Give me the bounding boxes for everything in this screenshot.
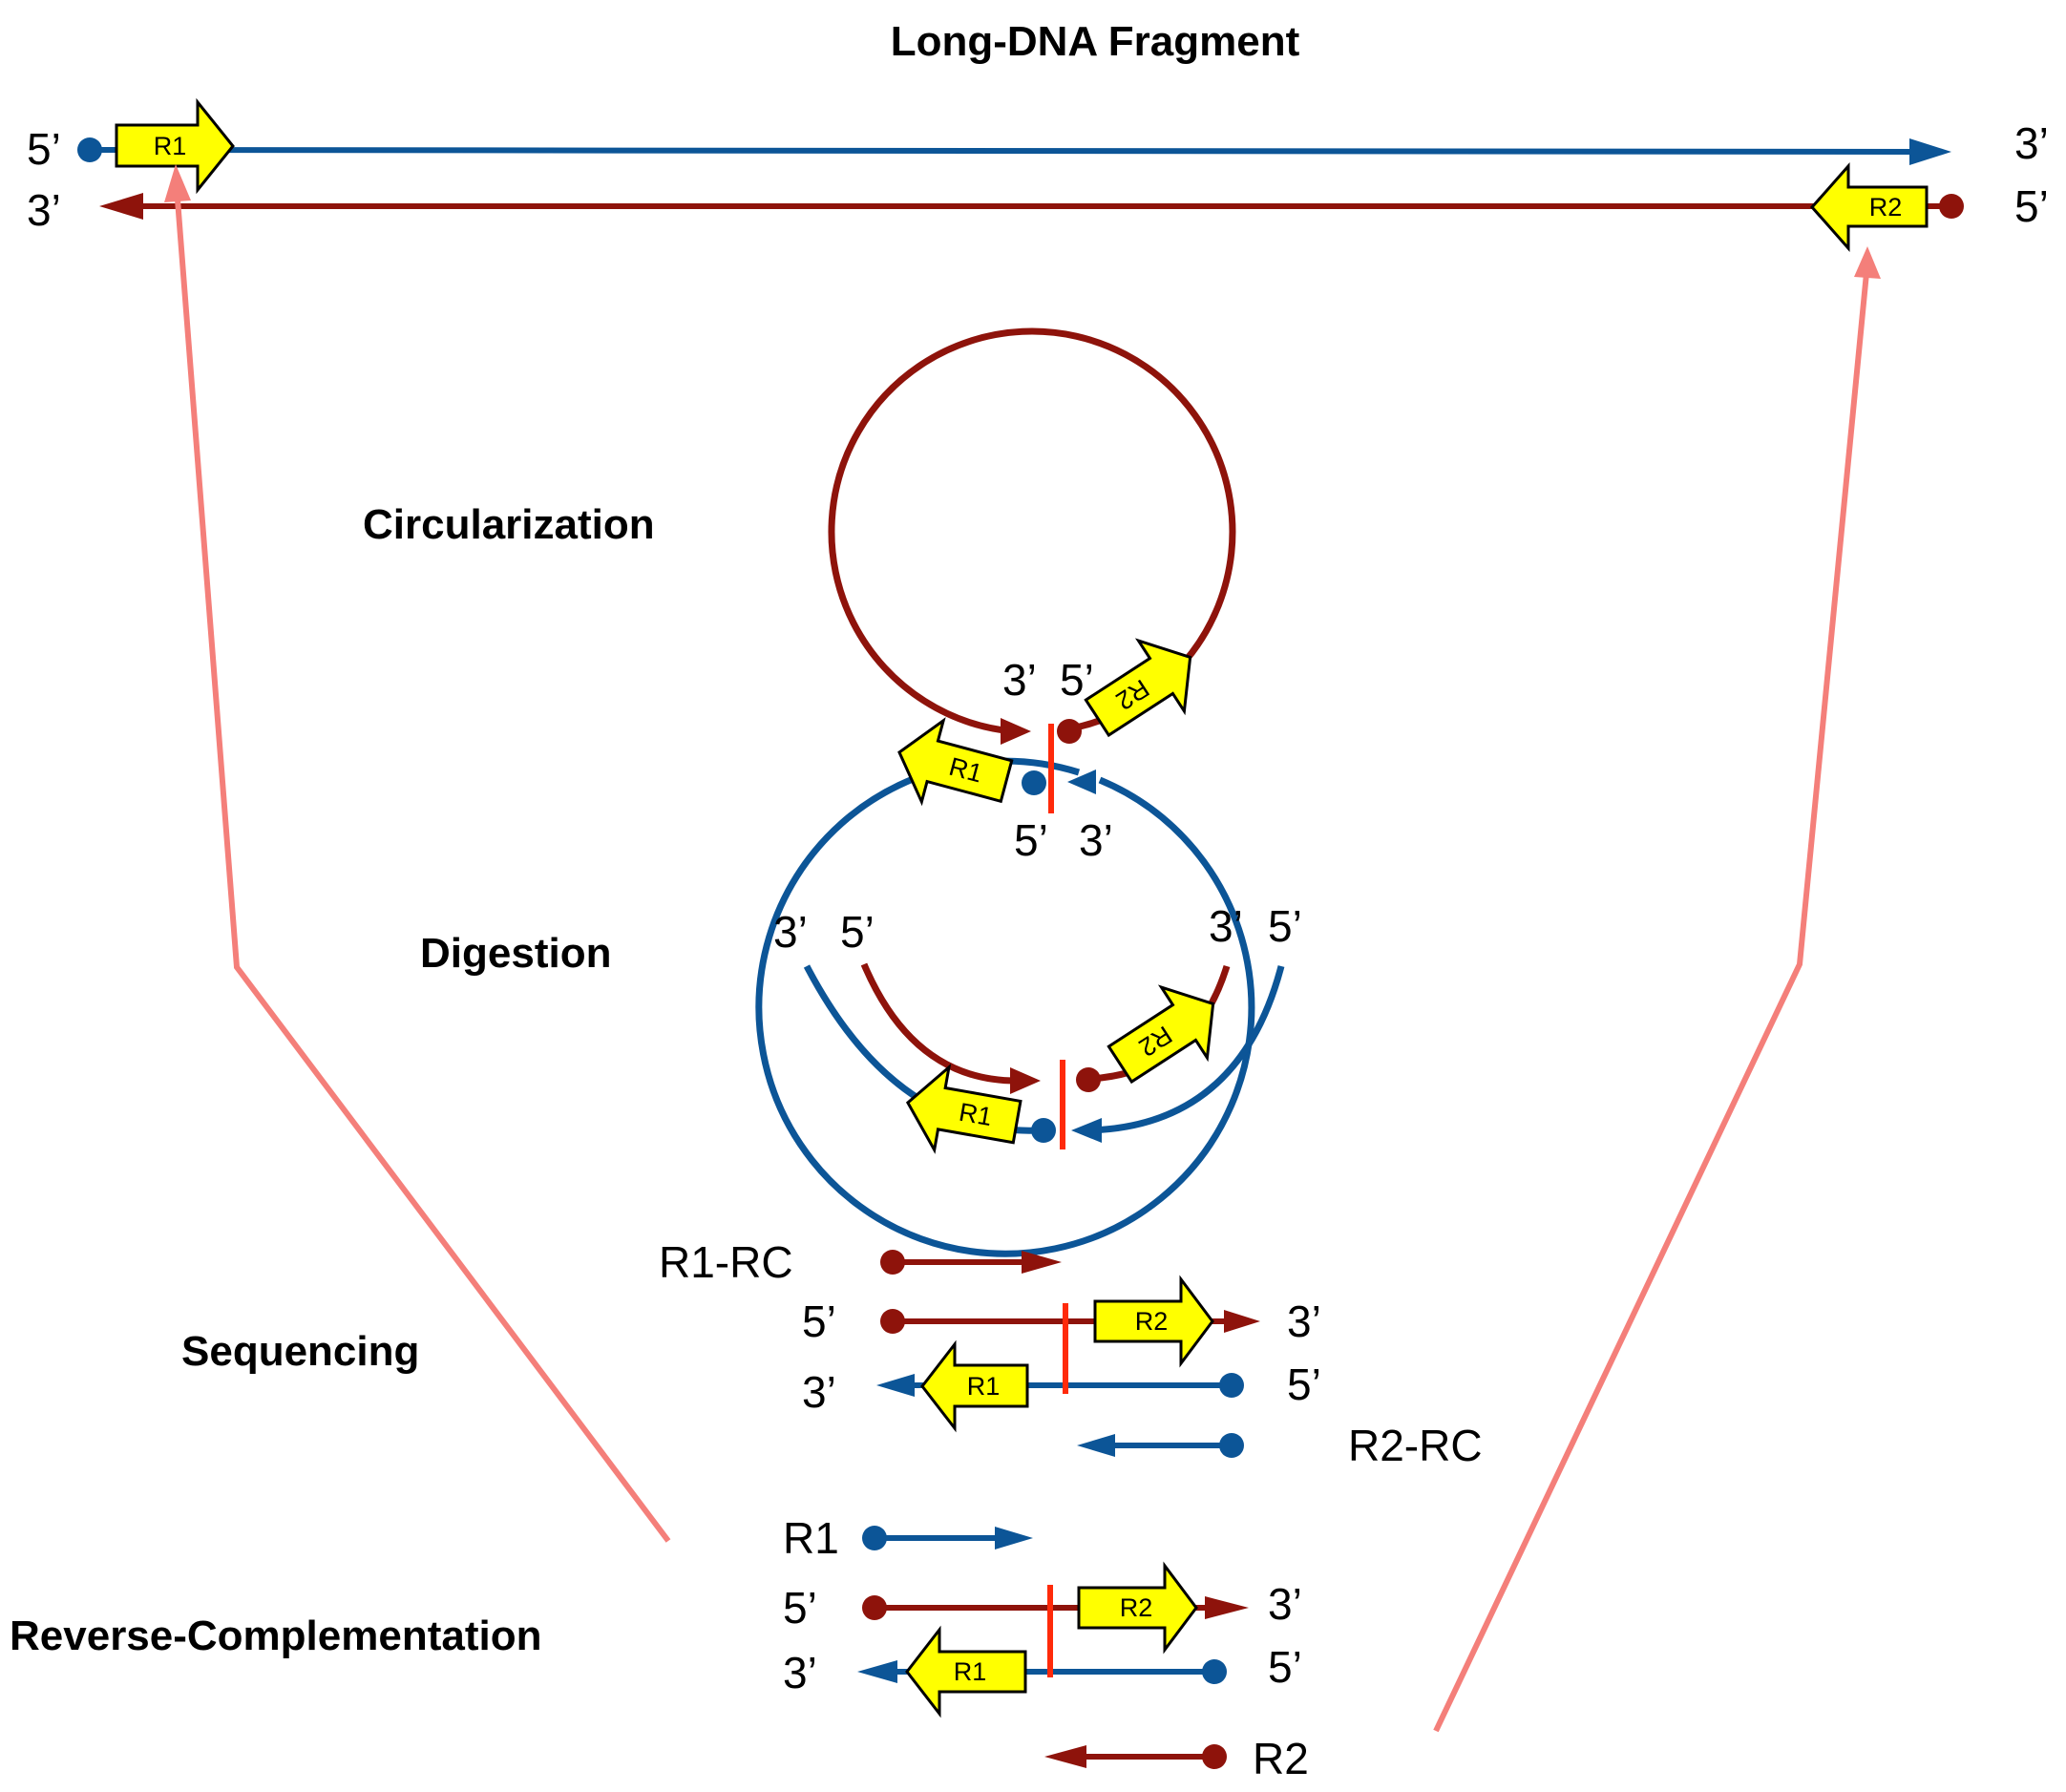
digest-red-5prime-dot	[1076, 1067, 1101, 1092]
title-digestion: Digestion	[420, 930, 611, 977]
rc-primer-r1: R1	[905, 1625, 1027, 1718]
seq-red-5prime-label: 5’	[802, 1297, 836, 1346]
seq-red-arrowhead	[1224, 1310, 1260, 1333]
read-r2-rc-arrowhead	[1077, 1434, 1115, 1457]
seq-red-5prime-dot	[880, 1309, 905, 1334]
rc-blue-5prime-dot	[1202, 1659, 1227, 1684]
seq-primer-r2-label: R2	[1135, 1307, 1169, 1336]
digest-blue-3prime-label: 3’	[773, 907, 808, 957]
digest-primer-r1-label: R1	[957, 1098, 994, 1132]
rc-blue-3prime-label: 3’	[783, 1648, 817, 1697]
circle-blue-arrowhead	[1067, 770, 1096, 794]
mapping-line-r2-arrowhead	[1854, 246, 1881, 279]
read-r2-arrowhead	[1044, 1745, 1086, 1768]
digest-primer-r2: R2	[1107, 984, 1215, 1085]
rc-primer-r2: R2	[1077, 1561, 1198, 1655]
read-r1-label: R1	[783, 1513, 839, 1563]
rc-red-5prime-label: 5’	[783, 1583, 817, 1633]
digest-blue-arrowhead	[1071, 1118, 1102, 1143]
mapping-line-r1-arrowhead	[164, 164, 191, 202]
mapping-line-r2	[1433, 272, 1869, 1733]
primer-r2-label: R2	[1869, 193, 1903, 221]
mapping-lines	[164, 164, 1881, 1733]
bottom-3prime-label: 3’	[27, 185, 61, 235]
circle-primer-r2: R2	[1084, 638, 1192, 738]
digest-red-arrowhead	[1010, 1067, 1041, 1094]
title-circularization: Circularization	[363, 501, 655, 548]
digest-blue-5prime-dot	[1031, 1118, 1056, 1143]
rc-red-3prime-label: 3’	[1268, 1579, 1302, 1629]
top-strand-blue	[89, 147, 1920, 155]
digest-red-5prime-label: 5’	[840, 907, 875, 957]
digest-red-3prime-label: 3’	[1209, 901, 1243, 951]
digest-blue-5prime-label: 5’	[1268, 901, 1302, 951]
circularization-group: R2 R1 3’ 5’ 5’ 3’	[755, 327, 1255, 1257]
read-r1-rc-label: R1-RC	[659, 1237, 793, 1287]
primer-r1-block: R1	[115, 97, 235, 195]
seq-blue-arrowhead	[876, 1374, 915, 1397]
circle-red-5prime-dot	[1057, 719, 1082, 744]
circle-blue-strand	[755, 757, 1255, 1257]
read-r2-dot	[1202, 1744, 1227, 1769]
circle-red-5prime-label: 5’	[1060, 655, 1094, 705]
circle-blue-3prime-label: 3’	[1079, 815, 1113, 865]
rc-blue-arrowhead	[857, 1660, 897, 1683]
circle-blue-5prime-dot	[1022, 770, 1046, 795]
top-strand-arrowhead	[1909, 138, 1951, 165]
rc-red-5prime-dot	[862, 1595, 887, 1620]
long-fragment-group: R1 R2 5’ 3’ 3’ 5’	[27, 97, 2049, 252]
circle-red-strand	[828, 327, 1236, 735]
digest-primer-r1: R1	[905, 1063, 1022, 1154]
title-sequencing: Sequencing	[181, 1328, 419, 1375]
seq-blue-5prime-dot	[1219, 1373, 1244, 1398]
read-r2-rc-label: R2-RC	[1348, 1421, 1483, 1470]
digestion-group: R2 R1 3’ 5’ 3’ 5’	[773, 901, 1302, 1154]
seq-primer-r2: R2	[1093, 1275, 1214, 1368]
primer-r2-block: R2	[1809, 162, 1929, 252]
top-5prime-label: 5’	[27, 124, 61, 174]
seq-blue-3prime-label: 3’	[802, 1367, 836, 1417]
read-r1-rc-dot	[880, 1250, 905, 1275]
bottom-strand-arrowhead	[99, 193, 143, 220]
circle-red-3prime-label: 3’	[1002, 655, 1037, 705]
rc-red-arrowhead	[1205, 1596, 1249, 1619]
top-strand-5prime-dot	[77, 137, 102, 162]
bottom-5prime-label: 5’	[2014, 181, 2049, 231]
revcomp-group: R1 R2 R1 5’ 3’ 3’ 5’ R2	[783, 1513, 1309, 1783]
mapping-line-r1	[174, 186, 671, 1543]
seq-primer-r1-label: R1	[967, 1372, 1001, 1401]
rc-primer-r1-label: R1	[954, 1657, 987, 1686]
rc-primer-r2-label: R2	[1120, 1593, 1153, 1622]
circle-primer-r1: R1	[897, 717, 1014, 807]
title-long-dna-fragment: Long-DNA Fragment	[891, 18, 1300, 65]
read-r2-label: R2	[1253, 1734, 1309, 1783]
primer-r1-label: R1	[154, 132, 187, 160]
read-r1-rc-arrowhead	[1022, 1251, 1062, 1274]
circle-blue-5prime-label: 5’	[1014, 815, 1048, 865]
circle-red-arrowhead	[1001, 718, 1031, 745]
read-r1-dot	[862, 1526, 887, 1550]
read-r2-rc-dot	[1219, 1433, 1244, 1458]
seq-red-3prime-label: 3’	[1287, 1297, 1321, 1346]
bottom-strand-5prime-dot	[1939, 194, 1964, 219]
read-r1-arrowhead	[995, 1527, 1033, 1550]
seq-blue-5prime-label: 5’	[1287, 1360, 1321, 1409]
rc-blue-5prime-label: 5’	[1268, 1642, 1302, 1692]
top-3prime-label: 3’	[2014, 118, 2049, 168]
sequencing-group: R1-RC R2 R1 5’ 3’ 3’ 5’ R2-RC	[659, 1237, 1483, 1470]
title-reverse-complementation: Reverse-Complementation	[10, 1613, 541, 1659]
seq-primer-r1: R1	[920, 1339, 1029, 1433]
